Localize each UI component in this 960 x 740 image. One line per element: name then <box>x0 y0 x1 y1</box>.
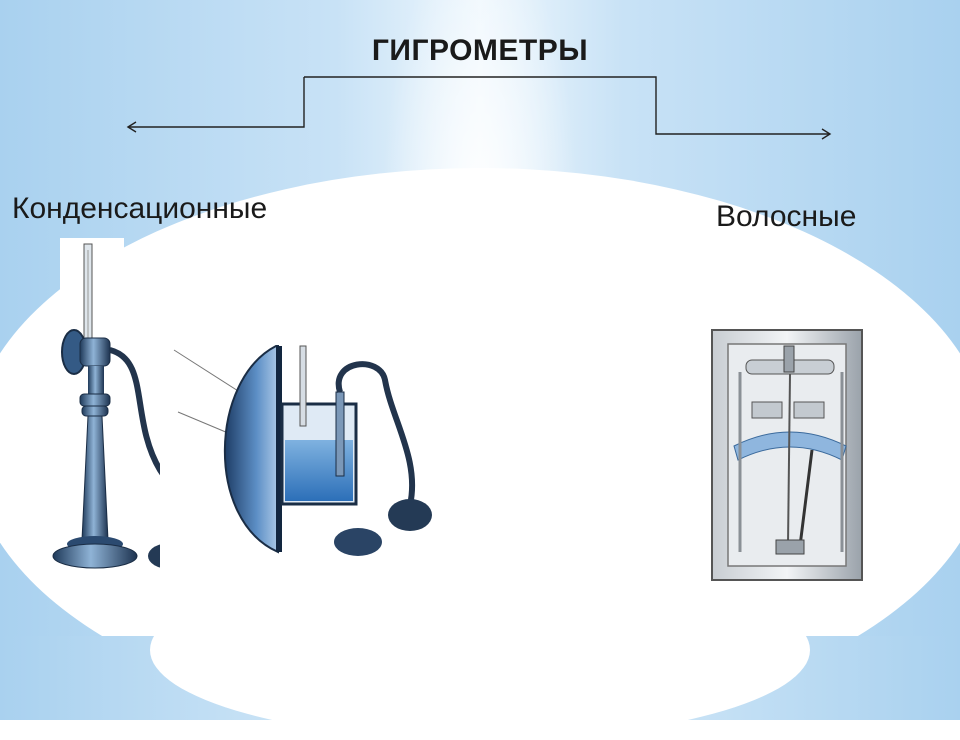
branch-arrows <box>126 76 832 140</box>
category-condensation: Конденсационные <box>12 192 268 225</box>
pointer-arrow <box>798 449 814 547</box>
bottom-oval <box>150 560 810 740</box>
diagram-title: ГИГРОМЕТРЫ <box>371 34 589 67</box>
mirror-dish <box>223 345 279 554</box>
hair-strand <box>787 373 791 546</box>
cutaway-bulb <box>388 499 432 531</box>
diagram-graphics <box>52 76 863 585</box>
stand-column <box>81 415 109 541</box>
stand-base <box>52 543 138 569</box>
cutaway-tube <box>335 361 416 506</box>
cutaway-illustration <box>160 345 432 585</box>
arrow-right-head <box>821 128 832 140</box>
connector-line <box>128 77 305 128</box>
category-hair: Волосные <box>716 200 857 233</box>
hair-hygrometer-illustration <box>711 329 863 581</box>
arrow-left-head <box>126 121 137 133</box>
connector-line <box>304 76 830 135</box>
